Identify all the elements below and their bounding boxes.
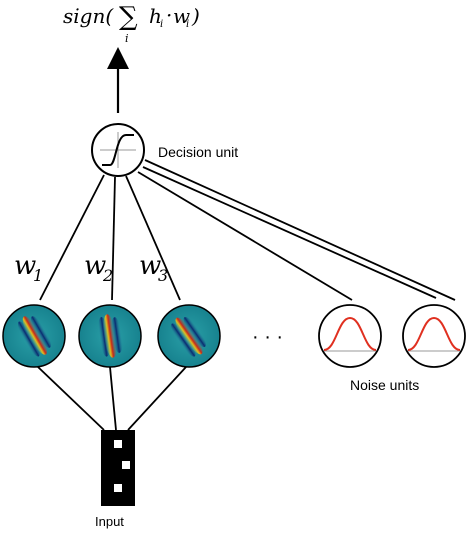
svg-text:w: w: [139, 251, 161, 281]
formula-w: w: [173, 4, 190, 28]
noise-unit-2: [402, 304, 466, 368]
formula-w-sub: i: [186, 19, 189, 30]
formula-close: ): [191, 4, 200, 28]
svg-text:w: w: [84, 251, 106, 281]
noise-units-label: Noise units: [350, 377, 419, 393]
input-pixel-1: [114, 440, 122, 448]
input-label: Input: [95, 514, 124, 529]
input-pixel-3: [114, 484, 122, 492]
weight-w2: w 2: [84, 251, 113, 285]
gaussian-curve-icon: [323, 316, 377, 351]
decision-unit: Decision unit: [91, 123, 238, 177]
gabor-unit-3: [157, 304, 221, 368]
formula-prefix: sign(: [63, 4, 114, 28]
formula-index: i: [125, 32, 129, 45]
weight-w1: w 1: [14, 251, 43, 285]
formula-h: h: [149, 4, 162, 28]
gabor-filter-icon: [98, 314, 123, 358]
output-formula: sign( ∑ i h i · w i ): [63, 2, 200, 45]
input-connections: [37, 366, 187, 431]
svg-text:w: w: [14, 251, 36, 281]
formula-sigma: ∑: [119, 2, 138, 32]
gabor-unit-1: [2, 304, 66, 368]
input-pixel-2: [122, 461, 130, 469]
gabor-filter-icon: [17, 316, 51, 357]
formula-dot: ·: [166, 3, 172, 27]
gaussian-curve-icon: [407, 316, 461, 351]
ellipsis: · · ·: [252, 326, 283, 348]
svg-text:3: 3: [158, 266, 168, 285]
noise-unit-1: [318, 304, 382, 368]
formula-h-sub: i: [160, 19, 163, 30]
gabor-filter-icon: [171, 316, 206, 357]
decision-unit-label: Decision unit: [158, 144, 238, 160]
weight-w3: w 3: [139, 251, 168, 285]
svg-text:1: 1: [33, 266, 43, 285]
gabor-unit-2: [78, 304, 142, 368]
input-block: Input: [95, 430, 135, 529]
sigmoid-icon: [100, 132, 136, 168]
svg-text:2: 2: [102, 266, 113, 285]
weight-connections: [39, 159, 456, 301]
weight-labels: w 1 w 2 w 3: [14, 251, 168, 285]
